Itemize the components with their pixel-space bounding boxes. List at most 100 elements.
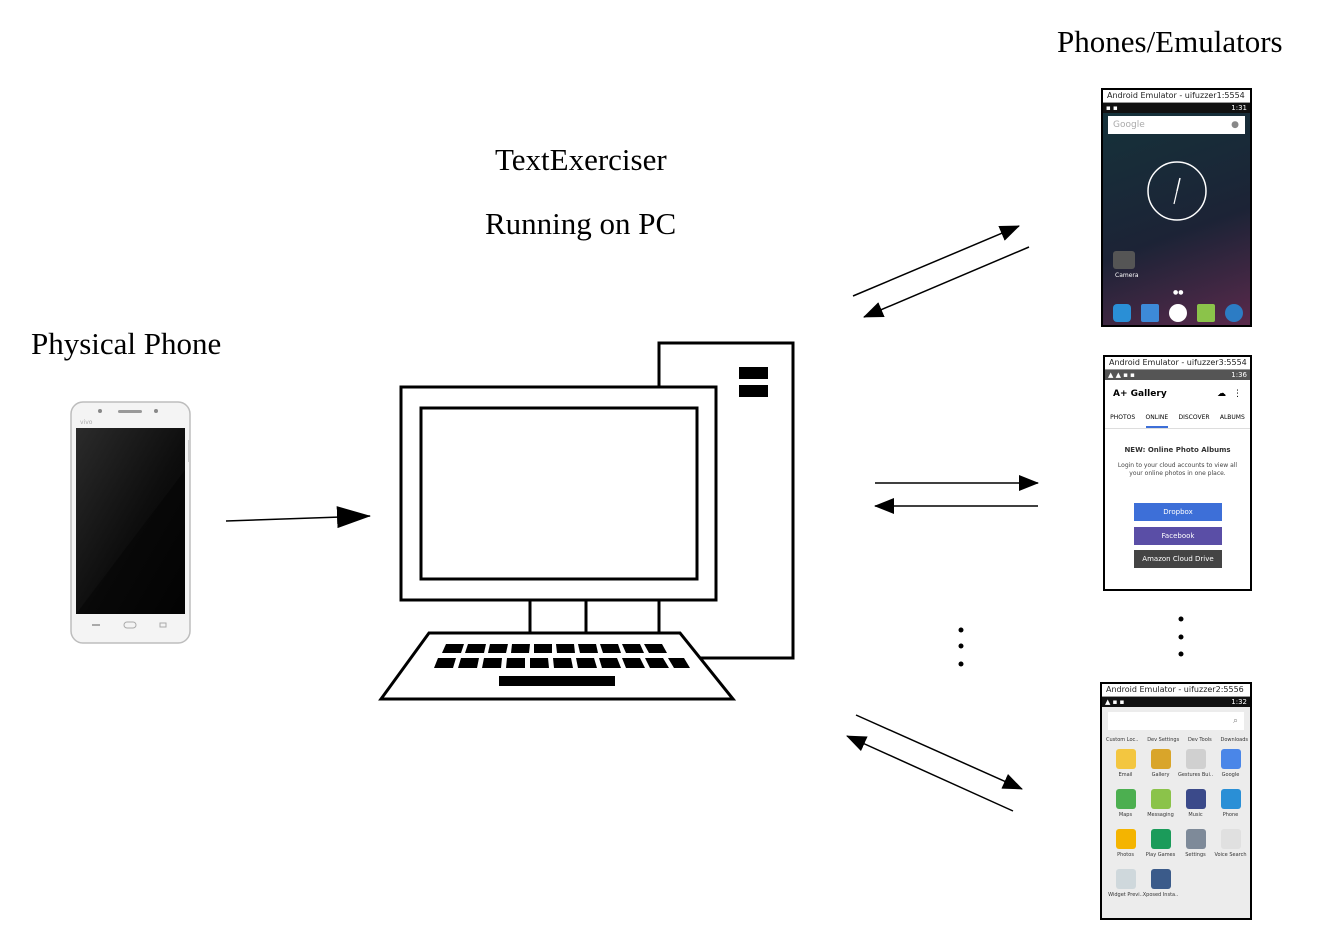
google-search-bar[interactable]: Google ●	[1108, 116, 1245, 134]
facebook-label: Facebook	[1161, 532, 1195, 540]
phone-brand-text: vivo	[80, 419, 93, 426]
arrow-pc-to-emulator-3	[855, 714, 1023, 790]
app-icon	[1220, 829, 1241, 849]
mic-icon: ●	[1231, 120, 1239, 130]
ellipsis-dots-right	[1178, 616, 1184, 657]
tab-albums[interactable]: ALBUMS	[1219, 414, 1245, 421]
app-icon	[1115, 749, 1136, 769]
app-icon	[1115, 829, 1136, 849]
messaging-app-icon[interactable]	[1197, 304, 1215, 322]
dropbox-button[interactable]: Dropbox	[1134, 503, 1222, 521]
app-label: Widget Previ..	[1108, 892, 1143, 898]
app-label: Email	[1118, 772, 1133, 778]
phone-app-icon[interactable]	[1113, 304, 1131, 322]
arrow-emulator-1-to-pc	[863, 246, 1030, 318]
arrow-phone-to-pc	[225, 506, 371, 529]
amazon-label: Amazon Cloud Drive	[1142, 555, 1214, 563]
app-icon	[1185, 749, 1206, 769]
app-icon	[1220, 749, 1241, 769]
app-label: Maps	[1118, 812, 1133, 818]
app-drawer-icon[interactable]	[1169, 304, 1187, 322]
text-exerciser-label: TextExerciser	[495, 142, 667, 177]
app-gestures-bui[interactable]: Gestures Bui..	[1178, 749, 1213, 783]
app-label: Voice Search	[1214, 852, 1247, 858]
notification-icons: ▪ ▪	[1106, 104, 1118, 112]
app-icon	[1150, 789, 1171, 809]
arrow-emulator-3-to-pc	[846, 735, 1014, 812]
app-icon	[1115, 789, 1136, 809]
app-widget-previ[interactable]: Widget Previ..	[1108, 869, 1143, 903]
pc-monitor	[399, 385, 718, 635]
contacts-app-icon[interactable]	[1141, 304, 1159, 322]
camera-label: Camera	[1115, 272, 1139, 279]
app-settings[interactable]: Settings	[1178, 829, 1213, 863]
emulator-2-title: Android Emulator - uifuzzer3:5554	[1105, 357, 1250, 370]
pc-keyboard	[378, 631, 737, 701]
emulator-1-window: Android Emulator - uifuzzer1:5554 ▪ ▪ 1:…	[1101, 88, 1252, 327]
arrow-pc-to-emulator-1	[852, 225, 1020, 297]
app-label: Phone	[1222, 812, 1239, 818]
emulator-2-window: Android Emulator - uifuzzer3:5554 ▲ ▲ ▪ …	[1103, 355, 1252, 591]
app-label-downloads[interactable]: Downloads	[1220, 737, 1248, 743]
analog-clock-icon	[1147, 161, 1207, 221]
online-headline: NEW: Online Photo Albums	[1124, 446, 1231, 454]
app-label: Play Games	[1145, 852, 1176, 858]
tab-online[interactable]: ONLINE	[1145, 408, 1169, 428]
app-icon	[1150, 829, 1171, 849]
app-email[interactable]: Email	[1108, 749, 1143, 783]
ellipsis-dots-left	[958, 627, 964, 667]
app-xposed-insta[interactable]: Xposed Insta..	[1143, 869, 1178, 903]
running-on-pc-label: Running on PC	[485, 206, 677, 241]
app-icon	[1150, 749, 1171, 769]
app-label: Photos	[1117, 852, 1134, 858]
app-photos[interactable]: Photos	[1108, 829, 1143, 863]
emulator-1-time: 1:31	[1231, 104, 1247, 112]
notification-icons: ▲ ▪ ▪	[1105, 698, 1125, 706]
tab-discover[interactable]: DISCOVER	[1178, 414, 1210, 421]
app-icon	[1185, 829, 1206, 849]
emulator-3-time: 1:32	[1231, 698, 1247, 706]
app-label-dev-settings[interactable]: Dev Settings	[1147, 737, 1180, 743]
camera-icon[interactable]	[1113, 251, 1135, 269]
browser-app-icon[interactable]	[1225, 304, 1243, 322]
page-indicator: ●●	[1173, 289, 1184, 296]
app-voice-search[interactable]: Voice Search	[1213, 829, 1248, 863]
app-icon	[1185, 789, 1206, 809]
emulator-3-window: Android Emulator - uifuzzer2:5556 ▲ ▪ ▪ …	[1100, 682, 1252, 920]
cloud-icon[interactable]: ☁	[1217, 389, 1226, 399]
app-google[interactable]: Google	[1213, 749, 1248, 783]
app-label: Google	[1221, 772, 1240, 778]
app-maps[interactable]: Maps	[1108, 789, 1143, 823]
app-label-custom-loc[interactable]: Custom Loc..	[1106, 737, 1139, 743]
online-body: Login to your cloud accounts to view all…	[1117, 462, 1238, 477]
app-drawer: ⌕ Custom Loc.. Dev Settings Dev Tools Do…	[1102, 707, 1250, 918]
facebook-button[interactable]: Facebook	[1134, 527, 1222, 545]
dropbox-label: Dropbox	[1163, 508, 1193, 516]
app-gallery[interactable]: Gallery	[1143, 749, 1178, 783]
app-label-dev-tools[interactable]: Dev Tools	[1187, 737, 1212, 743]
app-icon	[1115, 869, 1136, 889]
overflow-menu-icon[interactable]: ⋮	[1233, 389, 1242, 399]
phones-emulators-label: Phones/Emulators	[1057, 24, 1283, 59]
emulator-1-statusbar: ▪ ▪ 1:31	[1103, 103, 1250, 113]
app-search-bar[interactable]: ⌕	[1108, 712, 1244, 730]
google-search-text: Google	[1113, 120, 1145, 130]
dock	[1113, 303, 1243, 323]
app-label: Xposed Insta..	[1142, 892, 1179, 898]
physical-phone-label: Physical Phone	[31, 326, 222, 361]
app-messaging[interactable]: Messaging	[1143, 789, 1178, 823]
app-phone[interactable]: Phone	[1213, 789, 1248, 823]
app-label: Messaging	[1147, 812, 1174, 818]
physical-phone-image	[70, 401, 191, 644]
app-play-games[interactable]: Play Games	[1143, 829, 1178, 863]
emulator-2-time: 1:36	[1231, 371, 1247, 379]
app-music[interactable]: Music	[1178, 789, 1213, 823]
amazon-cloud-drive-button[interactable]: Amazon Cloud Drive	[1134, 550, 1222, 568]
app-toolbar: A+ Gallery ☁ ⋮	[1105, 380, 1250, 408]
emulator-2-statusbar: ▲ ▲ ▪ ▪ 1:36	[1105, 370, 1250, 380]
tab-photos[interactable]: PHOTOS	[1110, 414, 1136, 421]
app-label: Gestures Bui..	[1177, 772, 1214, 778]
app-title: A+ Gallery	[1113, 389, 1167, 399]
